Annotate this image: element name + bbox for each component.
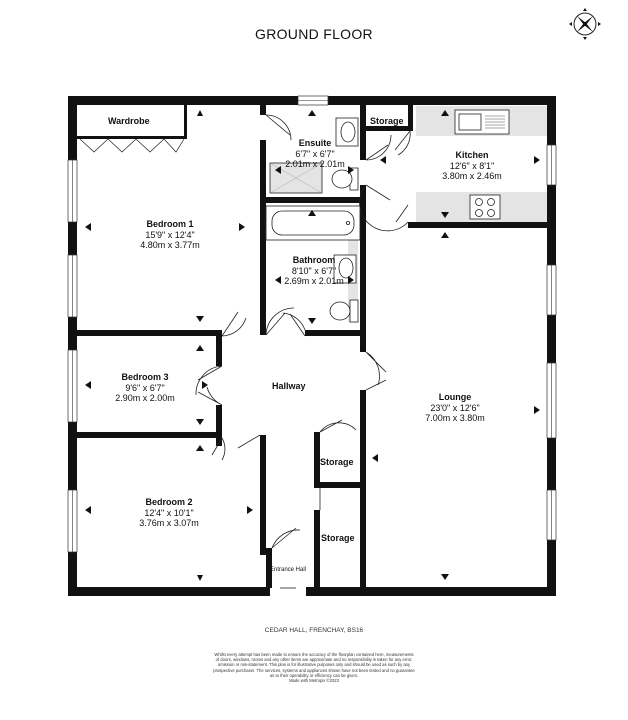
- kitchen-fixtures: [454, 109, 510, 220]
- room-imperial: 8'10" x 6'7": [291, 265, 337, 276]
- room-bathroom: Bathroom 8'10" x 6'7" 2.69m x 2.01m: [268, 255, 360, 287]
- doors: [195, 114, 411, 589]
- room-name: Bedroom 2: [145, 497, 193, 507]
- room-lounge: Lounge 23'0" x 12'6" 7.00m x 3.80m: [400, 392, 510, 424]
- external-walls: [68, 96, 556, 596]
- room-metric: 7.00m x 3.80m: [425, 413, 485, 423]
- compass-icon: [569, 8, 601, 40]
- bathtub: [265, 205, 361, 241]
- room-metric: 4.80m x 3.77m: [140, 240, 200, 250]
- internal-walls: [77, 105, 554, 596]
- room-imperial: 6'7" x 6'7": [295, 148, 335, 159]
- storage-low-label: Storage: [321, 533, 355, 543]
- entrance-hall-label: Entrance Hall: [270, 567, 307, 573]
- hallway-label: Hallway: [272, 381, 306, 391]
- room-name: Lounge: [438, 392, 472, 402]
- room-imperial: 9'6" x 6'7": [125, 382, 165, 393]
- room-metric: 3.80m x 2.46m: [442, 171, 502, 181]
- measurement-markers: [85, 110, 540, 581]
- room-metric: 2.01m x 2.01m: [285, 159, 345, 169]
- room-metric: 3.76m x 3.07m: [139, 518, 199, 528]
- room-bedroom2: Bedroom 2 12'4" x 10'1" 3.76m x 3.07m: [114, 497, 224, 529]
- wardrobe-doors: [79, 138, 185, 153]
- room-kitchen: Kitchen 12'6" x 8'1" 3.80m x 2.46m: [412, 150, 532, 182]
- disclaimer-line: prospective purchaser. The services, sys…: [213, 667, 415, 673]
- room-imperial: 12'4" x 10'1": [144, 507, 194, 518]
- room-name: Bathroom: [292, 255, 336, 265]
- room-imperial: 12'6" x 8'1": [449, 160, 495, 171]
- room-name: Kitchen: [455, 150, 489, 160]
- property-address: CEDAR HALL, FRENCHAY, BS16: [264, 627, 364, 634]
- disclaimer-line: Made with Metropix ©2023: [289, 678, 339, 684]
- room-name: Ensuite: [298, 138, 332, 148]
- floor-title: GROUND FLOOR: [255, 26, 373, 42]
- ensuite-fixtures: [269, 117, 359, 194]
- room-metric: 2.90m x 2.00m: [115, 393, 175, 403]
- room-bedroom3: Bedroom 3 9'6" x 6'7" 2.90m x 2.00m: [90, 372, 200, 404]
- disclaimer: Whilst every attempt has been made to en…: [184, 652, 444, 683]
- disclaimer-line: as to their operability or efficiency ca…: [269, 672, 359, 678]
- room-imperial: 23'0" x 12'6": [430, 402, 480, 413]
- room-imperial: 15'9" x 12'4": [145, 229, 195, 240]
- disclaimer-line: of doors, windows, rooms and any other i…: [215, 657, 413, 663]
- disclaimer-line: omission or mis-statement. This plan is …: [217, 662, 411, 668]
- storage-top-label: Storage: [370, 116, 404, 126]
- room-bedroom1: Bedroom 1 15'9" x 12'4" 4.80m x 3.77m: [120, 219, 220, 251]
- room-ensuite: Ensuite 6'7" x 6'7" 2.01m x 2.01m: [270, 138, 360, 170]
- room-name: Bedroom 3: [121, 372, 169, 382]
- storage-mid-label: Storage: [320, 457, 354, 467]
- room-metric: 2.69m x 2.01m: [284, 276, 344, 286]
- bathroom-fixtures: [329, 254, 359, 323]
- disclaimer-line: Whilst every attempt has been made to en…: [214, 652, 414, 657]
- room-name: Bedroom 1: [146, 219, 194, 229]
- wardrobe-label: Wardrobe: [108, 116, 150, 126]
